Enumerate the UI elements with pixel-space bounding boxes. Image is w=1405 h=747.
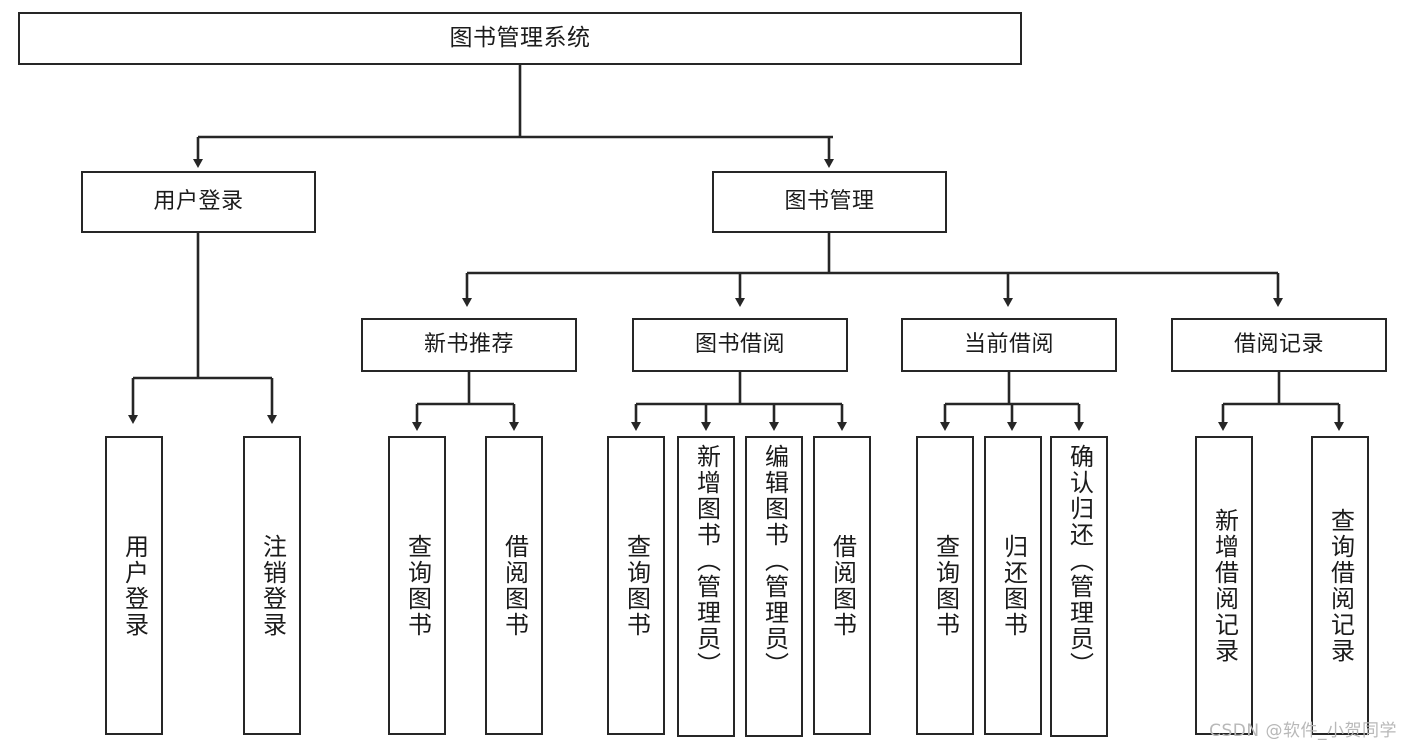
leaf-current-query-book-label: 查询图书 [931,533,960,638]
node-borrow-records-label: 借阅记录 [1233,331,1324,357]
node-root[interactable]: 图书管理系统 [18,12,1022,65]
node-current-borrow-label: 当前借阅 [963,331,1054,357]
leaf-records-query-record-label: 查询借阅记录 [1326,507,1355,664]
leaf-current-return-book[interactable]: 归还图书 [984,436,1042,735]
leaf-user-login-logout[interactable]: 注销登录 [243,436,301,735]
node-book-management-label: 图书管理 [784,188,875,214]
node-book-borrow-label: 图书借阅 [694,331,785,357]
leaf-borrow-query-book-label: 查询图书 [622,533,651,638]
leaf-borrow-add-book[interactable]: 新增图书（管理员） [677,436,735,737]
leaf-records-query-record[interactable]: 查询借阅记录 [1311,436,1369,735]
leaf-new-books-query[interactable]: 查询图书 [388,436,446,735]
leaf-current-confirm-return-label: 确认归还（管理员） [1065,444,1094,678]
leaf-borrow-add-book-label: 新增图书（管理员） [692,444,721,678]
leaf-current-return-book-label: 归还图书 [999,533,1028,638]
leaf-borrow-borrow-book[interactable]: 借阅图书 [813,436,871,735]
leaf-records-add-record-label: 新增借阅记录 [1210,507,1239,664]
leaf-current-query-book[interactable]: 查询图书 [916,436,974,735]
leaf-borrow-query-book[interactable]: 查询图书 [607,436,665,735]
leaf-new-books-borrow-label: 借阅图书 [500,533,529,638]
node-root-label: 图书管理系统 [449,24,591,51]
leaf-user-login-login[interactable]: 用户登录 [105,436,163,735]
node-current-borrow[interactable]: 当前借阅 [901,318,1117,372]
node-new-book-recommend-label: 新书推荐 [423,331,514,357]
node-new-book-recommend[interactable]: 新书推荐 [361,318,577,372]
leaf-new-books-borrow[interactable]: 借阅图书 [485,436,543,735]
leaf-records-add-record[interactable]: 新增借阅记录 [1195,436,1253,735]
node-borrow-records[interactable]: 借阅记录 [1171,318,1387,372]
watermark: CSDN @软件_小贺同学 [1209,721,1397,741]
leaf-borrow-borrow-book-label: 借阅图书 [828,533,857,638]
leaf-current-confirm-return[interactable]: 确认归还（管理员） [1050,436,1108,737]
node-user-login-label: 用户登录 [153,188,244,214]
node-book-borrow[interactable]: 图书借阅 [632,318,848,372]
leaf-user-login-logout-label: 注销登录 [258,533,287,638]
node-user-login[interactable]: 用户登录 [81,171,316,233]
node-book-management[interactable]: 图书管理 [712,171,947,233]
leaf-new-books-query-label: 查询图书 [403,533,432,638]
leaf-borrow-edit-book[interactable]: 编辑图书（管理员） [745,436,803,737]
leaf-borrow-edit-book-label: 编辑图书（管理员） [760,444,789,678]
leaf-user-login-login-label: 用户登录 [120,533,149,638]
